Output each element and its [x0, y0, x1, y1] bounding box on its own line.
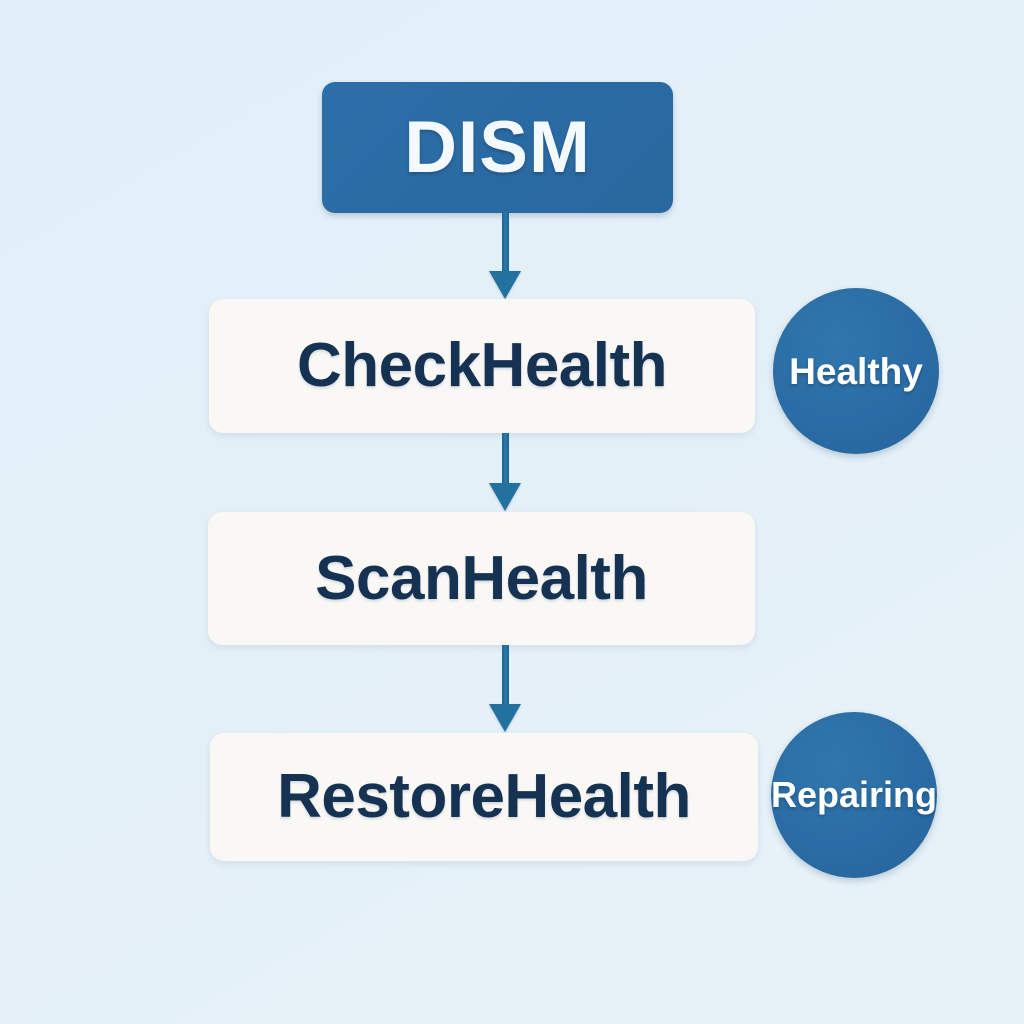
node-restorehealth-label: RestoreHealth — [277, 762, 691, 831]
connector-scanhealth-to-restorehealth — [489, 645, 521, 734]
arrowhead-down-icon — [489, 483, 521, 511]
node-dism-header[interactable]: DISM — [322, 82, 673, 213]
status-badge-repairing-label: Repairing — [770, 774, 938, 815]
node-scanhealth-label: ScanHealth — [315, 543, 648, 613]
connector-checkhealth-to-scanhealth — [489, 433, 521, 513]
connector-dism-to-checkhealth — [489, 213, 521, 299]
status-badge-healthy[interactable]: Healthy — [773, 288, 939, 454]
arrowhead-down-icon — [489, 704, 521, 732]
status-badge-healthy-label: Healthy — [789, 350, 923, 392]
connector-shaft — [502, 645, 509, 706]
status-badge-repairing[interactable]: Repairing — [771, 712, 937, 878]
node-scanhealth[interactable]: ScanHealth — [208, 512, 755, 645]
connector-shaft — [502, 213, 509, 273]
node-dism-header-label: DISM — [404, 107, 591, 188]
node-restorehealth[interactable]: RestoreHealth — [210, 733, 758, 861]
arrowhead-down-icon — [489, 271, 521, 299]
connector-shaft — [502, 433, 509, 485]
node-checkhealth-label: CheckHealth — [296, 331, 668, 400]
node-checkhealth[interactable]: CheckHealth — [209, 299, 755, 433]
